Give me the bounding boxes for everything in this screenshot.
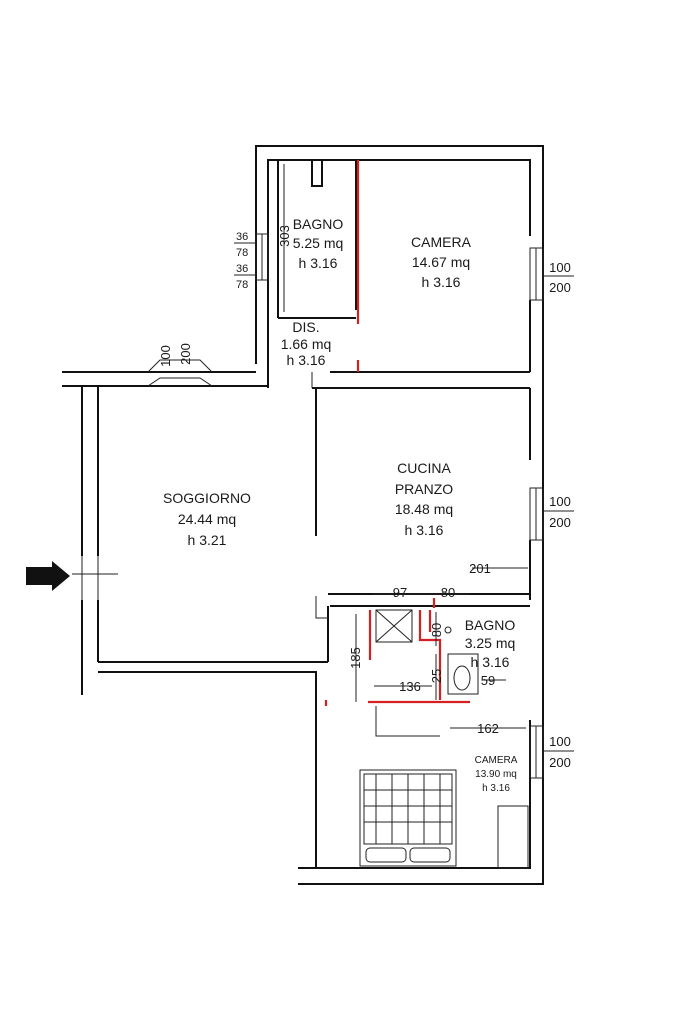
dim-camera1-win-2: 200 xyxy=(549,280,571,295)
room-dis: DIS. 1.66 mq h 3.16 xyxy=(281,319,332,368)
room-height: h 3.16 xyxy=(299,255,338,271)
room-area: 1.66 mq xyxy=(281,336,332,352)
room-name: CUCINA xyxy=(397,460,451,476)
dimension-labels: 303 36 78 36 78 100 200 100 200 100 200 … xyxy=(158,225,574,770)
dim-left-185: 185 xyxy=(348,647,363,669)
dim-cucina-win-1: 100 xyxy=(549,494,571,509)
room-name: CAMERA xyxy=(411,234,472,250)
room-area: 14.67 mq xyxy=(412,254,470,270)
room-bagno-2: BAGNO 3.25 mq h 3.16 xyxy=(465,617,516,670)
dim-bagno2-25: 25 xyxy=(429,669,444,683)
dim-top-window-1: 100 xyxy=(158,345,173,367)
room-height: h 3.16 xyxy=(422,274,461,290)
dim-camera2-win-2: 200 xyxy=(549,755,571,770)
room-camera-2: CAMERA 13.90 mq h 3.16 xyxy=(475,755,518,794)
dim-small-win-b2: 78 xyxy=(236,279,248,291)
dim-bagno-height: 303 xyxy=(277,225,292,247)
dim-camera2-win-1: 100 xyxy=(549,734,571,749)
dim-cucina-201: 201 xyxy=(469,561,491,576)
dim-bagno2-80: 80 xyxy=(429,623,444,637)
bed xyxy=(359,769,457,867)
room-camera-1: CAMERA 14.67 mq h 3.16 xyxy=(411,234,472,290)
dim-corr-97: 97 xyxy=(393,585,407,600)
dim-bottom-162: 162 xyxy=(477,721,499,736)
shower-tray xyxy=(375,609,413,643)
room-area: 18.48 mq xyxy=(395,501,453,517)
room-height: h 3.16 xyxy=(287,352,326,368)
dim-cucina-win-2: 200 xyxy=(549,515,571,530)
entry-arrow-icon xyxy=(26,561,70,591)
room-area: 5.25 mq xyxy=(293,235,344,251)
room-height: h 3.16 xyxy=(405,522,444,538)
fixtures xyxy=(359,609,529,869)
room-height: h 3.16 xyxy=(471,654,510,670)
room-name: BAGNO xyxy=(465,617,516,633)
room-name: SOGGIORNO xyxy=(163,490,251,506)
room-name: CAMERA xyxy=(475,755,518,766)
new-walls xyxy=(324,160,470,706)
toilet xyxy=(447,653,479,695)
room-name: DIS. xyxy=(292,319,319,335)
dimension-lines xyxy=(283,164,528,729)
room-bagno-1: BAGNO 5.25 mq h 3.16 xyxy=(293,216,344,271)
dim-small-win-a2: 78 xyxy=(236,247,248,259)
room-cucina-pranzo: CUCINA PRANZO 18.48 mq h 3.16 xyxy=(395,460,453,538)
wardrobe xyxy=(497,805,529,869)
room-area: 13.90 mq xyxy=(475,769,517,780)
room-area: 3.25 mq xyxy=(465,635,516,651)
room-height: h 3.21 xyxy=(188,532,227,548)
dim-camera1-win-1: 100 xyxy=(549,260,571,275)
dim-small-win-b1: 36 xyxy=(236,263,248,275)
room-name: BAGNO xyxy=(293,216,344,232)
room-height: h 3.16 xyxy=(482,783,510,794)
room-name-2: PRANZO xyxy=(395,481,453,497)
dim-wall-136: 136 xyxy=(399,679,421,694)
room-area: 24.44 mq xyxy=(178,511,236,527)
dim-bagno2-59: 59 xyxy=(481,673,495,688)
dim-corr-80: 80 xyxy=(441,585,455,600)
dim-top-window-2: 200 xyxy=(178,343,193,365)
dim-small-win-a1: 36 xyxy=(236,231,248,243)
room-soggiorno: SOGGIORNO 24.44 mq h 3.21 xyxy=(163,490,251,548)
